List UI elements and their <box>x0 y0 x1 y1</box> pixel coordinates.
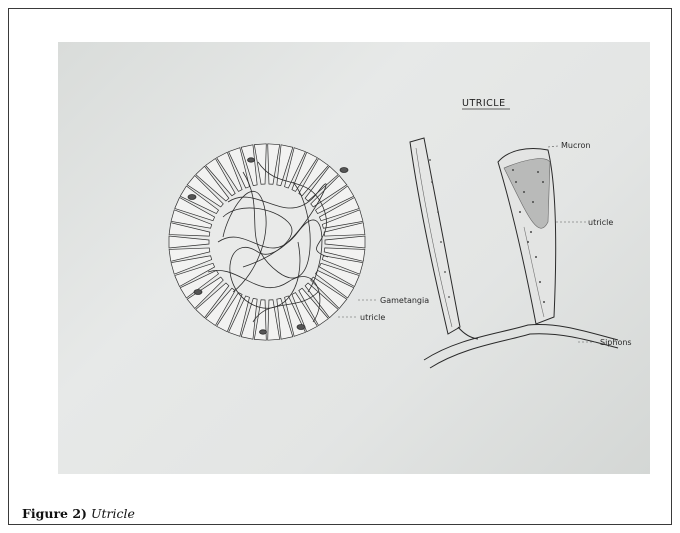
label-siphons: Siphons <box>600 338 632 347</box>
figure-image-utricle-drawing: UTRICLE Mucron utricle Gametangia utricl… <box>58 42 650 474</box>
figure-caption: Figure 2) Utricle <box>22 506 135 521</box>
drawing-heading: UTRICLE <box>462 98 506 109</box>
label-utricle-left: utricle <box>360 313 385 322</box>
figure-frame: UTRICLE Mucron utricle Gametangia utricl… <box>8 8 672 525</box>
thallus-cross-section <box>169 144 365 340</box>
caption-label: Figure 2) <box>22 506 87 521</box>
caption-text: Utricle <box>91 506 135 521</box>
utricle-sketch: UTRICLE Mucron utricle Gametangia utricl… <box>58 42 650 474</box>
label-mucron: Mucron <box>561 141 590 150</box>
label-utricle-right: utricle <box>588 218 613 227</box>
utricle-detail-drawing <box>338 138 618 368</box>
label-gametangia: Gametangia <box>380 296 429 305</box>
